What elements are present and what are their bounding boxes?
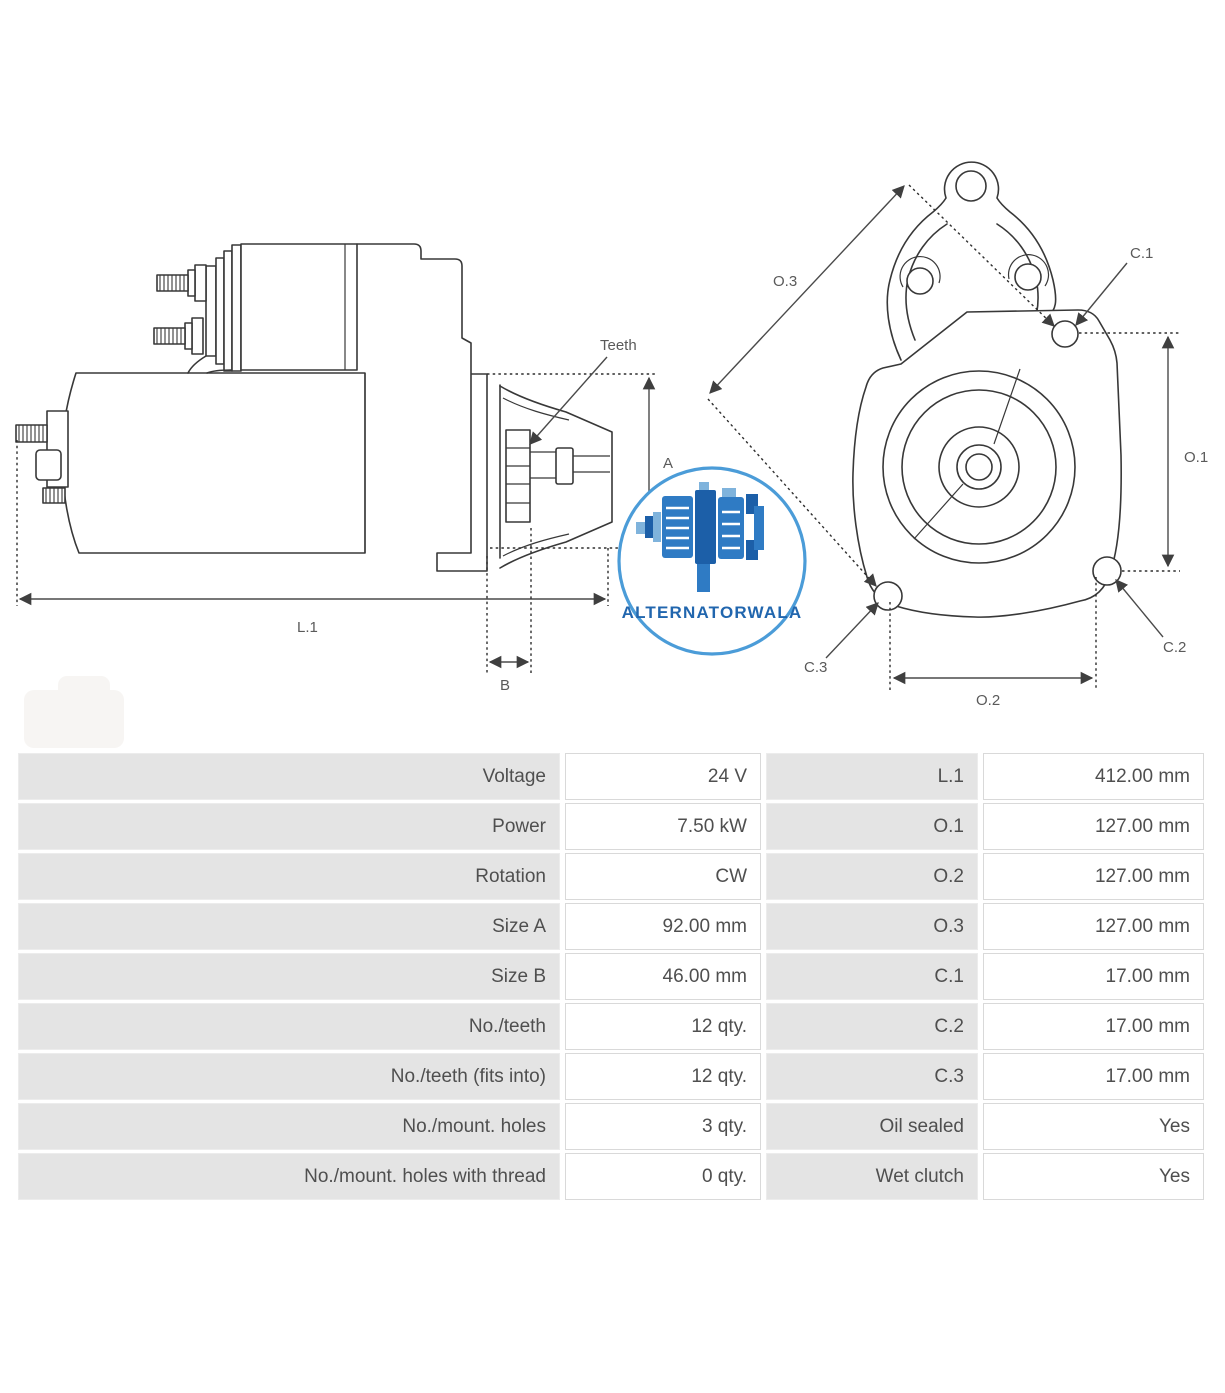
dimension-c1: C.1 — [1075, 245, 1153, 326]
table-row: No./mount. holes with thread 0 qty. Wet … — [18, 1153, 1204, 1200]
table-row: Power 7.50 kW O.1 127.00 mm — [18, 803, 1204, 850]
dim-label-b: B — [500, 677, 510, 694]
spec-label-cell: No./mount. holes — [18, 1103, 560, 1150]
spec-label-cell: Oil sealed — [766, 1103, 978, 1150]
solenoid — [153, 243, 358, 374]
spec-value-cell: 12 qty. — [565, 1053, 761, 1100]
dimension-c2: C.2 — [1115, 579, 1186, 656]
technical-drawing: A L.1 B Teeth — [15, 161, 1208, 748]
dim-label-o2: O.2 — [976, 692, 1000, 709]
watermark-blob — [24, 676, 124, 748]
dim-label-a: A — [663, 455, 673, 472]
spec-value-cell: 12 qty. — [565, 1003, 761, 1050]
spec-label-cell: O.2 — [766, 853, 978, 900]
left-mount-hole — [906, 267, 934, 295]
spec-label-cell: C.1 — [766, 953, 978, 1000]
spec-value-cell: 92.00 mm — [565, 903, 761, 950]
dim-label-o3: O.3 — [773, 273, 797, 290]
spec-label-cell: Rotation — [18, 853, 560, 900]
spec-value-cell: CW — [565, 853, 761, 900]
spec-label-cell: Size B — [18, 953, 560, 1000]
spec-value-cell: 127.00 mm — [983, 853, 1204, 900]
table-row: No./teeth 12 qty. C.2 17.00 mm — [18, 1003, 1204, 1050]
dim-label-c2: C.2 — [1163, 639, 1186, 656]
dimension-o1: O.1 — [1079, 332, 1208, 572]
right-mount-hole — [1014, 263, 1042, 291]
dimension-b: B — [486, 528, 532, 694]
spec-label-cell: Size A — [18, 903, 560, 950]
spec-label-cell: No./mount. holes with thread — [18, 1153, 560, 1200]
table-row: Rotation CW O.2 127.00 mm — [18, 853, 1204, 900]
spec-label-cell: Voltage — [18, 753, 560, 800]
spec-label-cell: L.1 — [766, 753, 978, 800]
spec-label-cell: Power — [18, 803, 560, 850]
spec-value-cell: 7.50 kW — [565, 803, 761, 850]
spec-label-cell: Wet clutch — [766, 1153, 978, 1200]
spec-label-cell: O.1 — [766, 803, 978, 850]
spec-label-cell: C.3 — [766, 1053, 978, 1100]
front-view-drawing: O.3 C.1 O.1 O.2 C.2 — [707, 161, 1208, 709]
logo-text: ALTERNATORWALA — [622, 603, 803, 622]
dim-label-c3: C.3 — [804, 659, 827, 676]
table-row: Size A 92.00 mm O.3 127.00 mm — [18, 903, 1204, 950]
spec-value-cell: 17.00 mm — [983, 1003, 1204, 1050]
rear-terminal-studs — [15, 410, 69, 504]
dimension-c3: C.3 — [804, 602, 879, 676]
spec-label-cell: C.2 — [766, 1003, 978, 1050]
dimension-o2: O.2 — [889, 577, 1097, 709]
side-view-drawing: A L.1 B Teeth — [15, 243, 673, 694]
spec-value-cell: 0 qty. — [565, 1153, 761, 1200]
table-row: Voltage 24 V L.1 412.00 mm — [18, 753, 1204, 800]
spec-value-cell: 127.00 mm — [983, 803, 1204, 850]
spec-value-cell: 127.00 mm — [983, 903, 1204, 950]
spec-value-cell: Yes — [983, 1103, 1204, 1150]
table-row: No./teeth (fits into) 12 qty. C.3 17.00 … — [18, 1053, 1204, 1100]
dim-label-o1: O.1 — [1184, 449, 1208, 466]
table-row: Size B 46.00 mm C.1 17.00 mm — [18, 953, 1204, 1000]
spec-value-cell: 46.00 mm — [565, 953, 761, 1000]
dim-label-c1: C.1 — [1130, 245, 1153, 262]
logo: ALTERNATORWALA — [617, 466, 807, 656]
spec-label-cell: O.3 — [766, 903, 978, 950]
spec-value-cell: 3 qty. — [565, 1103, 761, 1150]
teeth-callout: Teeth — [529, 337, 637, 445]
dimension-l1: L.1 — [16, 440, 609, 636]
spec-label-cell: No./teeth — [18, 1003, 560, 1050]
c2-hole — [1092, 556, 1122, 586]
top-mount-hole — [955, 170, 987, 202]
table-row: No./mount. holes 3 qty. Oil sealed Yes — [18, 1103, 1204, 1150]
teeth-label: Teeth — [600, 337, 637, 354]
spec-table: Voltage 24 V L.1 412.00 mm Power 7.50 kW… — [18, 753, 1204, 1203]
dimension-o3: O.3 — [707, 184, 1055, 587]
spec-value-cell: 24 V — [565, 753, 761, 800]
dim-label-l1: L.1 — [297, 619, 318, 636]
drive-end-bell — [499, 384, 613, 569]
c3-hole — [873, 581, 903, 611]
spec-value-cell: 17.00 mm — [983, 1053, 1204, 1100]
c1-hole — [1051, 320, 1079, 348]
spec-value-cell: 17.00 mm — [983, 953, 1204, 1000]
spec-value-cell: Yes — [983, 1153, 1204, 1200]
alternator-logo-icon — [636, 482, 764, 592]
spec-value-cell: 412.00 mm — [983, 753, 1204, 800]
spec-label-cell: No./teeth (fits into) — [18, 1053, 560, 1100]
